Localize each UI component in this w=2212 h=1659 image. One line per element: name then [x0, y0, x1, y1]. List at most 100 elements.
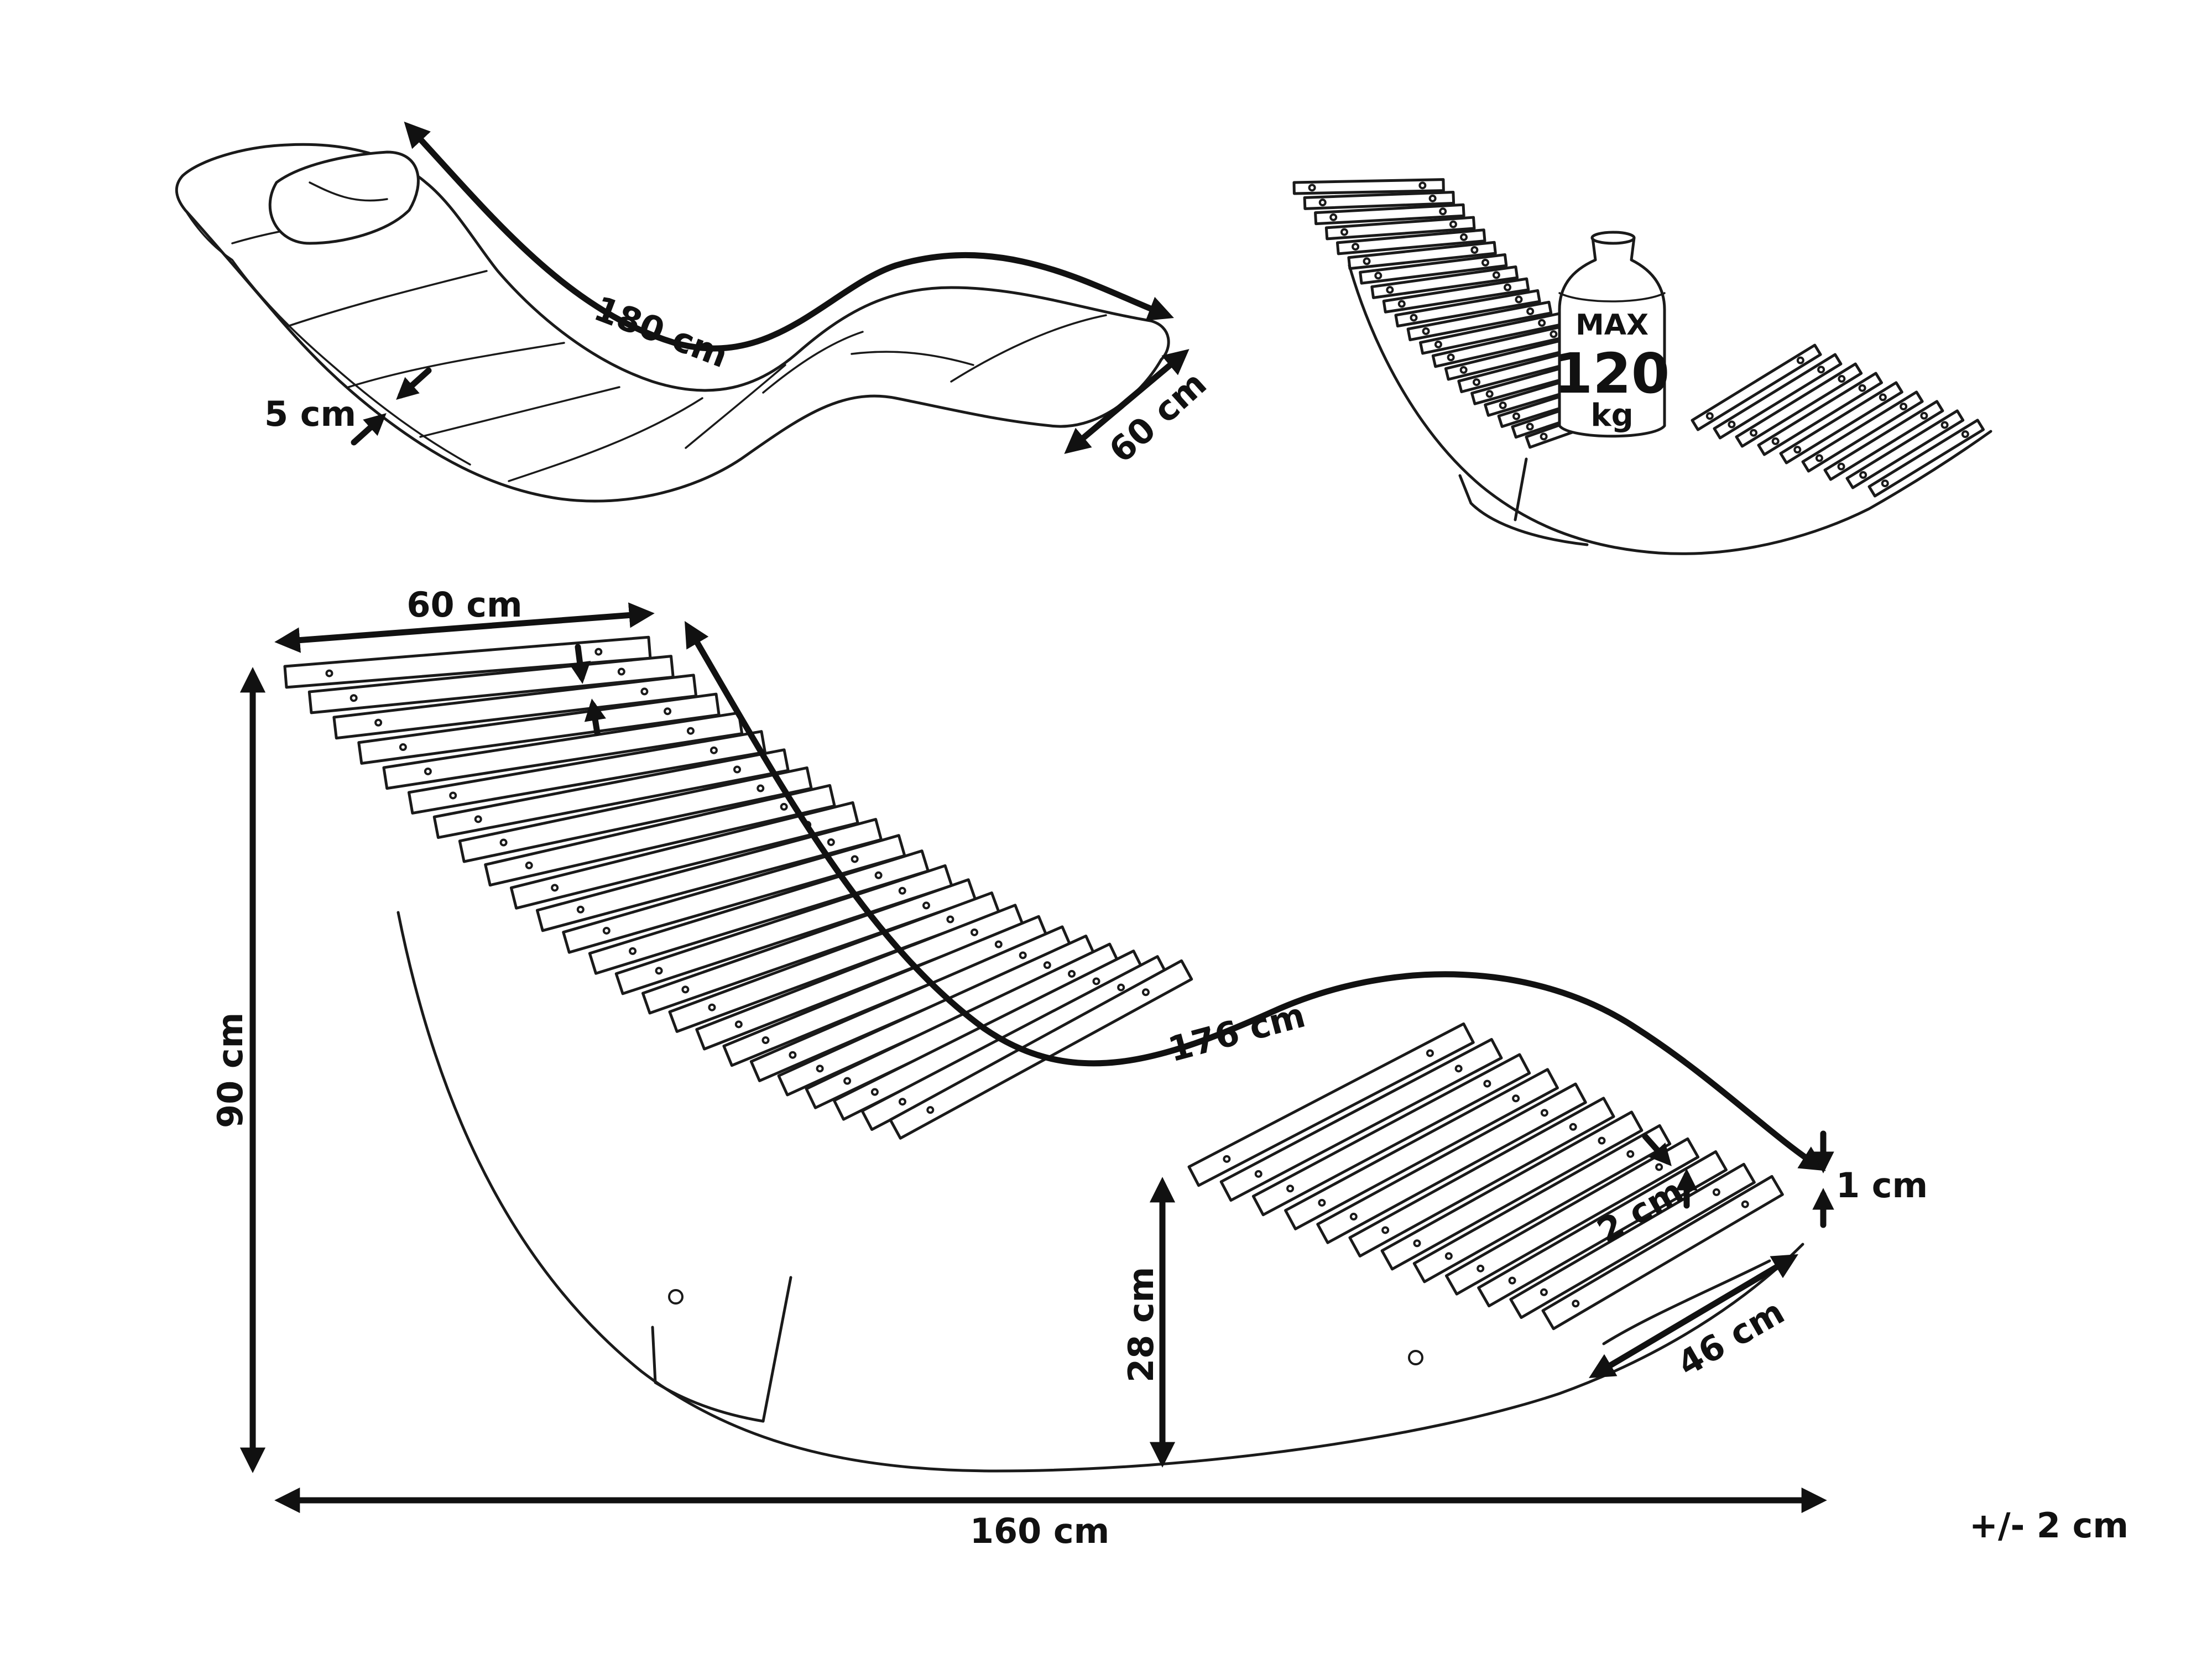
- slat-screw: [655, 967, 663, 975]
- slat-screw: [1068, 969, 1076, 978]
- thickness-arrow-bottom: [351, 413, 387, 446]
- slat-screw: [1426, 1049, 1434, 1057]
- slat-screw: [733, 765, 742, 774]
- slat-screw: [602, 926, 611, 935]
- cushioned-lounger-view: 180 cm 60 cm 5 cm: [175, 121, 1214, 503]
- slat-screw: [870, 1088, 879, 1096]
- slat-screw: [1410, 314, 1418, 322]
- slat-screw: [686, 727, 695, 735]
- slat-screw: [1961, 430, 1969, 439]
- slat-screw: [551, 884, 559, 892]
- load-capacity-view: MAX 120 kg: [1292, 178, 1992, 555]
- slat-screw: [1920, 411, 1928, 420]
- slat-screw: [1504, 283, 1512, 291]
- slat-screw: [734, 1020, 743, 1029]
- bolt-hole: [1408, 1350, 1423, 1365]
- slat-screw: [709, 746, 718, 754]
- slat-screw: [617, 667, 625, 676]
- slat-screw: [1477, 1264, 1485, 1272]
- slat-gap-arrow-a: [1642, 1133, 1672, 1166]
- slat-screw: [1352, 243, 1360, 251]
- slat-screw: [1019, 951, 1027, 959]
- slat-screw: [1540, 1109, 1548, 1117]
- slat-screw: [1569, 1123, 1577, 1131]
- cushion-side-edge: [184, 209, 471, 466]
- slat-screw: [1508, 1276, 1516, 1285]
- small-frame-side: [1348, 264, 1992, 555]
- slat-screw: [1363, 257, 1371, 265]
- slat-screw: [576, 905, 585, 914]
- slat-screw: [1940, 421, 1949, 429]
- weight-value-label: 120: [1554, 341, 1670, 406]
- cushion-seam: [347, 342, 565, 388]
- slat-screw: [1374, 272, 1383, 280]
- slat: [1382, 277, 1530, 314]
- slat-screw: [1223, 1155, 1231, 1163]
- slat-screw: [1485, 390, 1494, 398]
- slat-screw: [1308, 184, 1316, 192]
- top-slat-gap-arrow-a: [568, 644, 591, 684]
- slat-screw: [1712, 1188, 1720, 1196]
- slat-screw: [1900, 403, 1908, 411]
- rocker-leg: [761, 1276, 792, 1423]
- slat-screw: [1413, 1239, 1421, 1248]
- length-curve-label: 176 cm: [1164, 995, 1310, 1070]
- slat: [1779, 381, 1903, 465]
- slat: [1314, 203, 1465, 226]
- slat-screw: [1454, 1065, 1463, 1073]
- slat-screw: [761, 1036, 770, 1045]
- slat-thickness-label: 1 cm: [1836, 1165, 1928, 1206]
- slat: [1713, 353, 1843, 440]
- slat: [1359, 253, 1508, 285]
- slat-screw: [640, 687, 649, 696]
- slat-screw: [629, 947, 637, 955]
- slat-screw: [1626, 1150, 1635, 1158]
- slat-screw: [1705, 412, 1714, 420]
- slat-screw: [1540, 1288, 1548, 1296]
- slat-screw: [1439, 207, 1447, 216]
- slat-screw: [1550, 330, 1558, 338]
- slat: [1801, 390, 1924, 473]
- main-lounger-view: 60 cm 176 cm 90 cm 28 cm 46 cm 2 cm 1 cm…: [210, 585, 1928, 1551]
- slat: [1292, 178, 1445, 195]
- slat: [1845, 409, 1965, 489]
- slat-screw: [898, 1098, 906, 1106]
- slat: [1347, 241, 1497, 270]
- slat-screw: [1815, 454, 1823, 462]
- slat-screw: [1512, 412, 1520, 420]
- slat-screw: [789, 1051, 797, 1059]
- slat-screw: [1092, 977, 1100, 985]
- slat-screw: [325, 669, 333, 677]
- slat-screw: [1526, 422, 1534, 431]
- slat: [1735, 362, 1863, 448]
- main-slats: [283, 635, 1784, 1331]
- slat-screw: [1329, 213, 1338, 221]
- slat-screw: [1422, 327, 1430, 335]
- slat-screw: [1483, 1079, 1491, 1088]
- thickness-label: 5 cm: [264, 394, 356, 434]
- cushion-seam: [851, 351, 974, 366]
- slat-screw: [1434, 340, 1442, 348]
- slat-screw: [1386, 286, 1394, 294]
- slat-screw: [1515, 295, 1523, 304]
- slat-screw: [374, 718, 383, 727]
- height-label: 90 cm: [210, 1013, 251, 1128]
- slat-screw: [474, 815, 482, 823]
- top-width-label: 60 cm: [406, 585, 522, 625]
- slat-screw: [1838, 375, 1846, 383]
- slat-screw: [1397, 300, 1406, 308]
- slat-screw: [1444, 1252, 1453, 1260]
- slat-screw: [1459, 366, 1468, 374]
- slat: [1691, 343, 1822, 431]
- slat-screw: [1286, 1185, 1295, 1193]
- slat-screw: [1858, 384, 1866, 392]
- slat-screw: [1728, 420, 1736, 429]
- bolt-hole: [668, 1289, 684, 1305]
- thickness-arrow-top: [396, 367, 432, 400]
- slat-screw: [971, 928, 979, 936]
- cushion-seam: [685, 364, 786, 449]
- slat-screw: [780, 802, 788, 811]
- slat-screw: [1499, 401, 1507, 409]
- weight-icon: [1558, 231, 1666, 438]
- cushion-seam: [762, 331, 864, 394]
